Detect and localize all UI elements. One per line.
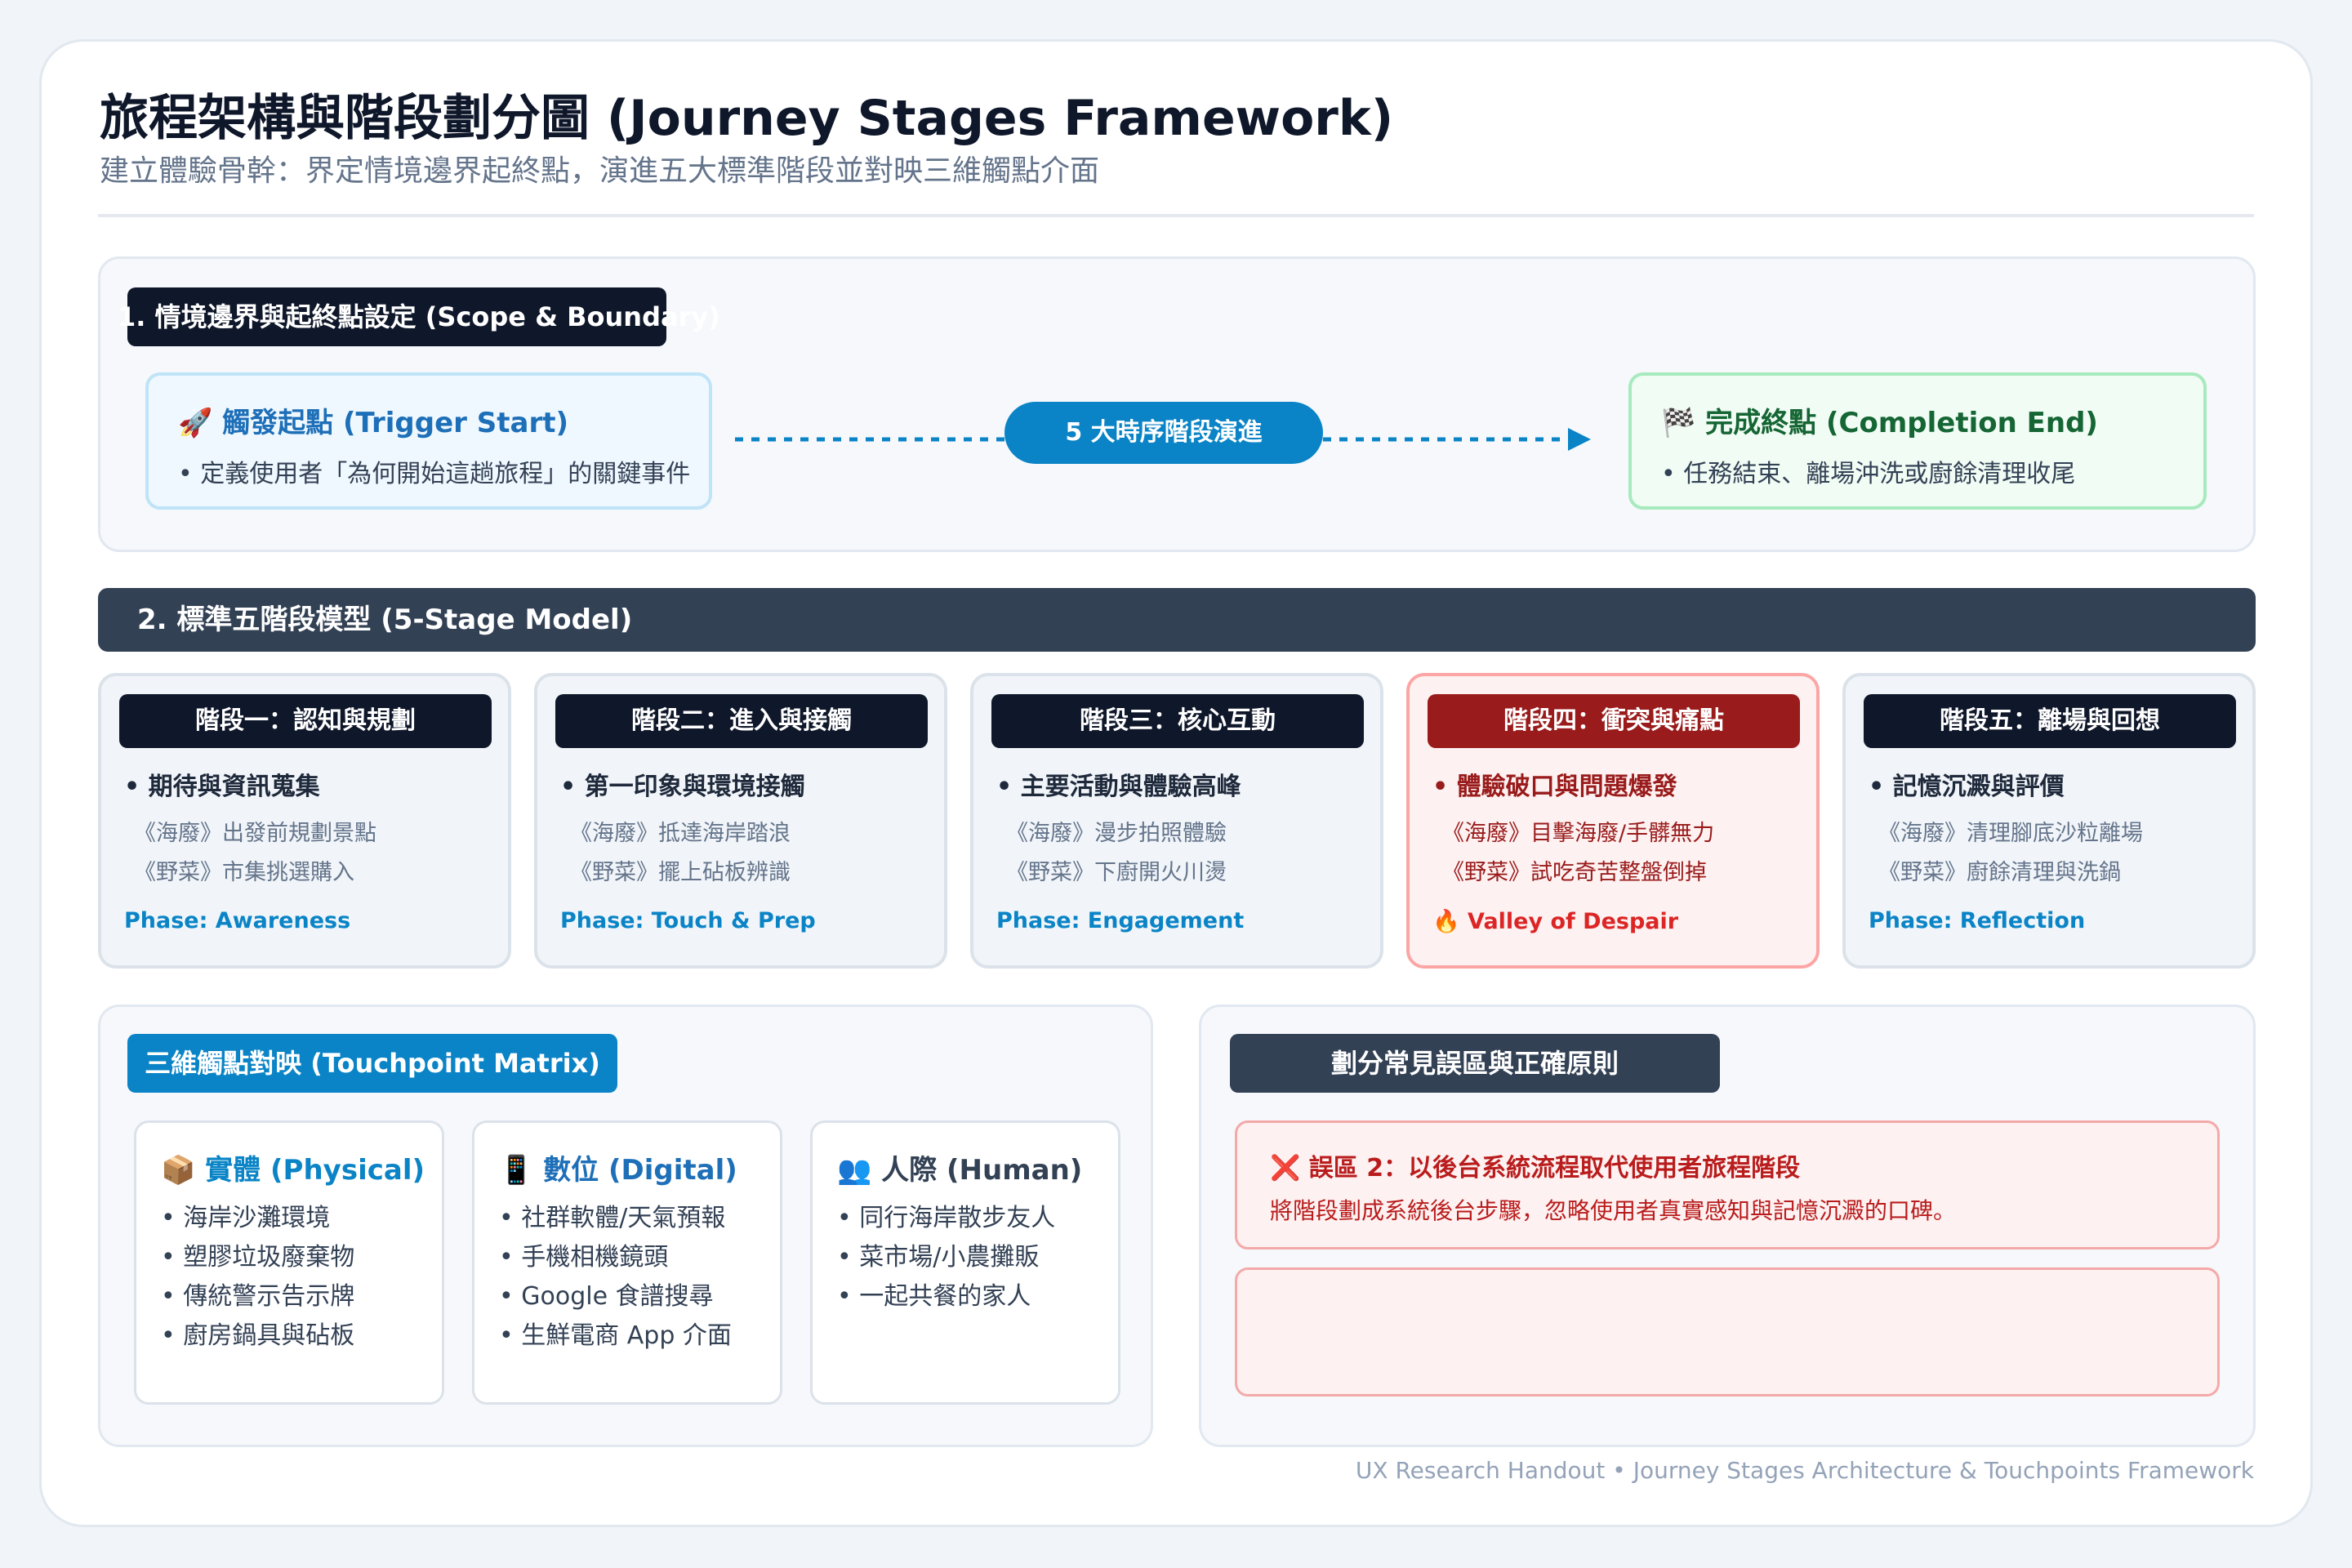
stage-example: 《海廢》抵達海岸踏浪 xyxy=(570,821,791,846)
pitfalls-section-tag: 劃分常見誤區與正確原則 xyxy=(1230,1034,1720,1093)
completion-end-node: 🏁 完成終點 (Completion End) • 任務結束、離場沖洗或廚餘清理… xyxy=(1628,372,2207,510)
touchpoint-human-card: 👥 人際 (Human) • 同行海岸散步友人 • 菜市場/小農攤販 • 一起共… xyxy=(810,1120,1120,1405)
stage-phase: Phase: Reflection xyxy=(1869,908,2086,933)
pitfall-title: ❌ 誤區 2：以後台系統流程取代使用者旅程階段 xyxy=(1270,1154,1801,1183)
flow-arrow-head xyxy=(1568,428,1591,451)
list-item: • 同行海岸散步友人 xyxy=(837,1204,1056,1232)
page-subtitle: 建立體驗骨幹：界定情境邊界起終點，演進五大標準階段並對映三維觸點介面 xyxy=(100,154,1100,188)
list-item: • 塑膠垃圾廢棄物 xyxy=(161,1243,355,1272)
scope-section-tag: 1. 情境邊界與起終點設定 (Scope & Boundary) xyxy=(118,287,720,346)
list-item: • 傳統警示告示牌 xyxy=(161,1282,355,1311)
trigger-start-title: 🚀 觸發起點 (Trigger Start) xyxy=(178,407,569,439)
list-item: • 廚房鍋具與砧板 xyxy=(161,1321,355,1350)
stage-card-3: 階段三：核心互動 • 主要活動與體驗高峰 《海廢》漫步拍照體驗 《野菜》下廚開火… xyxy=(970,673,1383,969)
touchpoint-section-tag: 三維觸點對映 (Touchpoint Matrix) xyxy=(127,1034,617,1093)
stage-example: 《野菜》擺上砧板辨識 xyxy=(570,860,791,885)
stage-phase: Phase: Touch & Prep xyxy=(560,908,816,933)
touchpoint-physical-card: 📦 實體 (Physical) • 海岸沙灘環境 • 塑膠垃圾廢棄物 • 傳統警… xyxy=(134,1120,444,1405)
stage-card-5: 階段五：離場與回想 • 記憶沉澱與評價 《海廢》清理腳底沙粒離場 《野菜》廚餘清… xyxy=(1842,673,2256,969)
stage-example: 《野菜》下廚開火川燙 xyxy=(1006,860,1227,885)
list-item: • Google 食譜搜尋 xyxy=(499,1282,714,1311)
stage-phase: Phase: Awareness xyxy=(124,908,351,933)
stage-main-point: • 第一印象與環境接觸 xyxy=(560,773,805,801)
pitfall-desc: 將階段劃成系統後台步驟，忽略使用者真實感知與記憶沉澱的口碑。 xyxy=(1270,1197,1957,1224)
touchpoint-digital-title: 📱 數位 (Digital) xyxy=(499,1154,737,1187)
list-item: • 菜市場/小農攤販 xyxy=(837,1243,1040,1272)
page-title: 旅程架構與階段劃分圖 (Journey Stages Framework) xyxy=(100,90,1394,147)
touchpoint-digital-card: 📱 數位 (Digital) • 社群軟體/天氣預報 • 手機相機鏡頭 • Go… xyxy=(472,1120,782,1405)
pitfall-card: ❌ 誤區 2：以後台系統流程取代使用者旅程階段 將階段劃成系統後台步驟，忽略使用… xyxy=(1235,1120,2220,1250)
stage-card-1: 階段一：認知與規劃 • 期待與資訊蒐集 《海廢》出發前規劃景點 《野菜》市集挑選… xyxy=(98,673,511,969)
stage-head: 階段一：認知與規劃 xyxy=(119,694,492,748)
list-item: • 社群軟體/天氣預報 xyxy=(499,1204,726,1232)
stage-example: 《海廢》出發前規劃景點 xyxy=(134,821,376,846)
stage-main-point: • 主要活動與體驗高峰 xyxy=(996,773,1241,801)
list-item: • 海岸沙灘環境 xyxy=(161,1204,331,1232)
stage-head: 階段四：衝突與痛點 xyxy=(1428,694,1800,748)
touchpoint-human-title: 👥 人際 (Human) xyxy=(837,1154,1083,1187)
stage-main-point: • 體驗破口與問題爆發 xyxy=(1432,773,1677,801)
stage-example: 《野菜》廚餘清理與洗鍋 xyxy=(1878,860,2121,885)
model-section-title: 2. 標準五階段模型 (5-Stage Model) xyxy=(98,588,2256,652)
stage-main-point: • 記憶沉澱與評價 xyxy=(1869,773,2065,801)
touchpoint-physical-title: 📦 實體 (Physical) xyxy=(161,1154,425,1187)
stage-example: 《野菜》試吃奇苦整盤倒掉 xyxy=(1442,860,1707,885)
stage-head: 階段五：離場與回想 xyxy=(1864,694,2236,748)
footer-credit: UX Research Handout • Journey Stages Arc… xyxy=(1355,1457,2254,1484)
list-item: • 手機相機鏡頭 xyxy=(499,1243,669,1272)
completion-end-desc: • 任務結束、離場沖洗或廚餘清理收尾 xyxy=(1661,460,2076,488)
completion-end-title: 🏁 完成終點 (Completion End) xyxy=(1661,407,2098,439)
stage-example: 《海廢》目擊海廢/手髒無力 xyxy=(1442,821,1715,846)
list-item: • 生鮮電商 App 介面 xyxy=(499,1321,732,1350)
header-divider xyxy=(98,214,2254,217)
list-item: • 一起共餐的家人 xyxy=(837,1282,1031,1311)
trigger-start-desc: • 定義使用者「為何開始這趟旅程」的關鍵事件 xyxy=(178,460,691,488)
stage-main-point: • 期待與資訊蒐集 xyxy=(124,773,320,801)
stage-example: 《野菜》市集挑選購入 xyxy=(134,860,354,885)
stage-head: 階段三：核心互動 xyxy=(991,694,1364,748)
trigger-start-node: 🚀 觸發起點 (Trigger Start) • 定義使用者「為何開始這趟旅程」… xyxy=(145,372,712,510)
stage-example: 《海廢》清理腳底沙粒離場 xyxy=(1878,821,2143,846)
stage-card-4: 階段四：衝突與痛點 • 體驗破口與問題爆發 《海廢》目擊海廢/手髒無力 《野菜》… xyxy=(1406,673,1820,969)
stage-phase: Phase: Engagement xyxy=(996,908,1245,933)
stage-card-2: 階段二：進入與接觸 • 第一印象與環境接觸 《海廢》抵達海岸踏浪 《野菜》擺上砧… xyxy=(534,673,947,969)
pitfall-card-empty xyxy=(1235,1267,2220,1396)
stage-phase: 🔥 Valley of Despair xyxy=(1432,909,1679,934)
stage-example: 《海廢》漫步拍照體驗 xyxy=(1006,821,1227,846)
stages-progression-pill: 5 大時序階段演進 xyxy=(1004,402,1323,464)
stage-head: 階段二：進入與接觸 xyxy=(555,694,928,748)
